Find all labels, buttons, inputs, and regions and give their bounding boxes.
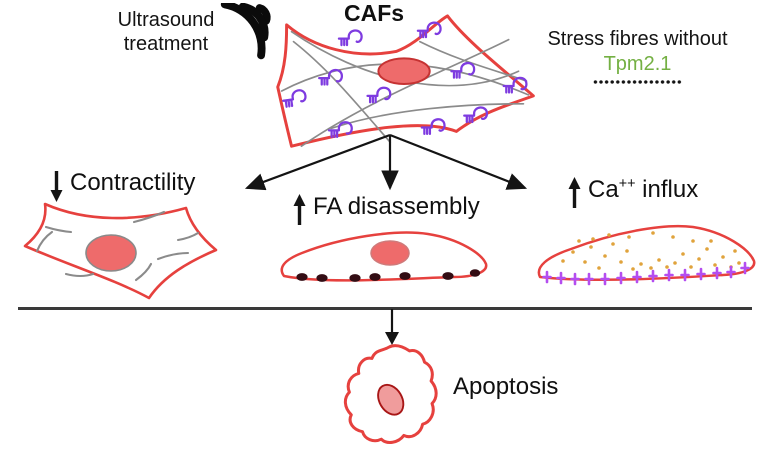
cafs-cell-membrane bbox=[276, 14, 535, 148]
ultrasound-treatment-label: Ultrasound treatment bbox=[85, 8, 247, 56]
fa-disassembly-text: FA disassembly bbox=[313, 193, 480, 220]
tpm-label: Tpm2.1 bbox=[603, 53, 672, 75]
cell-membrane bbox=[537, 224, 756, 282]
cell-nucleus bbox=[377, 383, 405, 416]
ultrasound-label-line2: treatment bbox=[123, 33, 209, 55]
cafs-title: CAFs bbox=[344, 0, 405, 26]
cafs-cell-illustration bbox=[276, 14, 535, 148]
down-arrow-icon bbox=[50, 171, 63, 202]
cell-nucleus bbox=[85, 234, 137, 272]
divider-line bbox=[18, 307, 752, 310]
cell-membrane bbox=[23, 202, 218, 300]
three-way-arrow-fork bbox=[244, 133, 528, 191]
cell-nucleus bbox=[370, 240, 410, 266]
calcium-channel-icons bbox=[542, 261, 750, 286]
dotted-fiber-icon bbox=[592, 79, 683, 85]
ultrasound-waves-icon bbox=[220, 3, 271, 60]
contractility-label: Contractility bbox=[48, 169, 195, 203]
contractility-text: Contractility bbox=[70, 169, 196, 196]
apoptosis-arrow bbox=[385, 309, 399, 345]
ca-influx-text: Ca++ influx bbox=[588, 176, 699, 203]
calcium-ion-dots bbox=[561, 231, 741, 271]
ultrasound-label-line1: Ultrasound bbox=[117, 9, 215, 31]
fa-disassembly-cell bbox=[280, 231, 488, 282]
low-contractility-cell bbox=[23, 202, 218, 300]
calcium-influx-cell bbox=[537, 224, 756, 286]
focal-adhesion-dots bbox=[296, 269, 481, 282]
cell-membrane bbox=[343, 344, 438, 444]
ca-influx-label: Ca++ influx bbox=[566, 176, 698, 210]
up-arrow-icon bbox=[568, 177, 581, 208]
fa-disassembly-label: FA disassembly bbox=[291, 193, 480, 227]
apoptotic-cell bbox=[343, 344, 438, 444]
apoptosis-label: Apoptosis bbox=[453, 373, 559, 400]
fragmented-fibers bbox=[35, 210, 200, 282]
cafs-nucleus bbox=[377, 57, 431, 86]
up-arrow-icon bbox=[293, 194, 306, 225]
cell-membrane bbox=[280, 231, 488, 282]
stress-fibres-label: Stress fibres without Tpm2.1 bbox=[535, 28, 740, 85]
stress-fibres-text: Stress fibres without bbox=[547, 28, 728, 50]
